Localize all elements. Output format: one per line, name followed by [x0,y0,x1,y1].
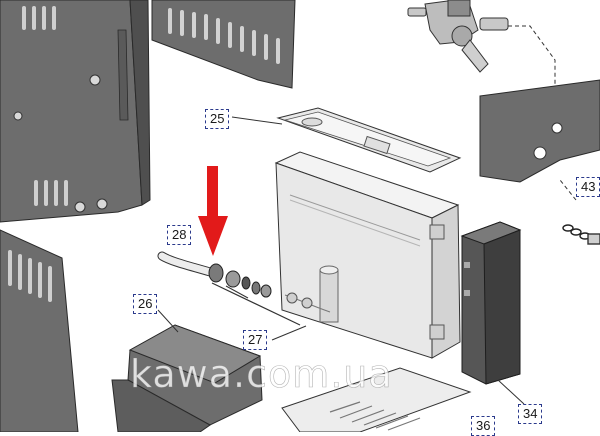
right-bracket [479,79,600,183]
left-body-panel [0,0,151,223]
lower-left-body-panel [0,229,79,432]
hose-and-fittings [157,251,301,326]
drip-grille [281,367,472,432]
site-watermark: kawa.com.ua [130,352,393,397]
part-label-27: 27 [243,330,268,350]
valve-assembly [407,0,509,73]
o-rings [562,224,600,245]
guide-lines [508,25,577,201]
water-tank [274,151,461,359]
black-side-panel [460,221,522,385]
part-label-25: 25 [205,109,230,129]
part-label-28: 28 [167,225,192,245]
top-grille-panel [151,0,296,89]
tank-lid [276,107,462,173]
part-label-36: 36 [471,416,496,436]
drip-tray [111,324,263,432]
part-label-26: 26 [133,294,158,314]
part-label-34: 34 [518,404,543,424]
part-label-43: 43 [576,177,600,197]
red-arrow-indicator [198,166,228,256]
